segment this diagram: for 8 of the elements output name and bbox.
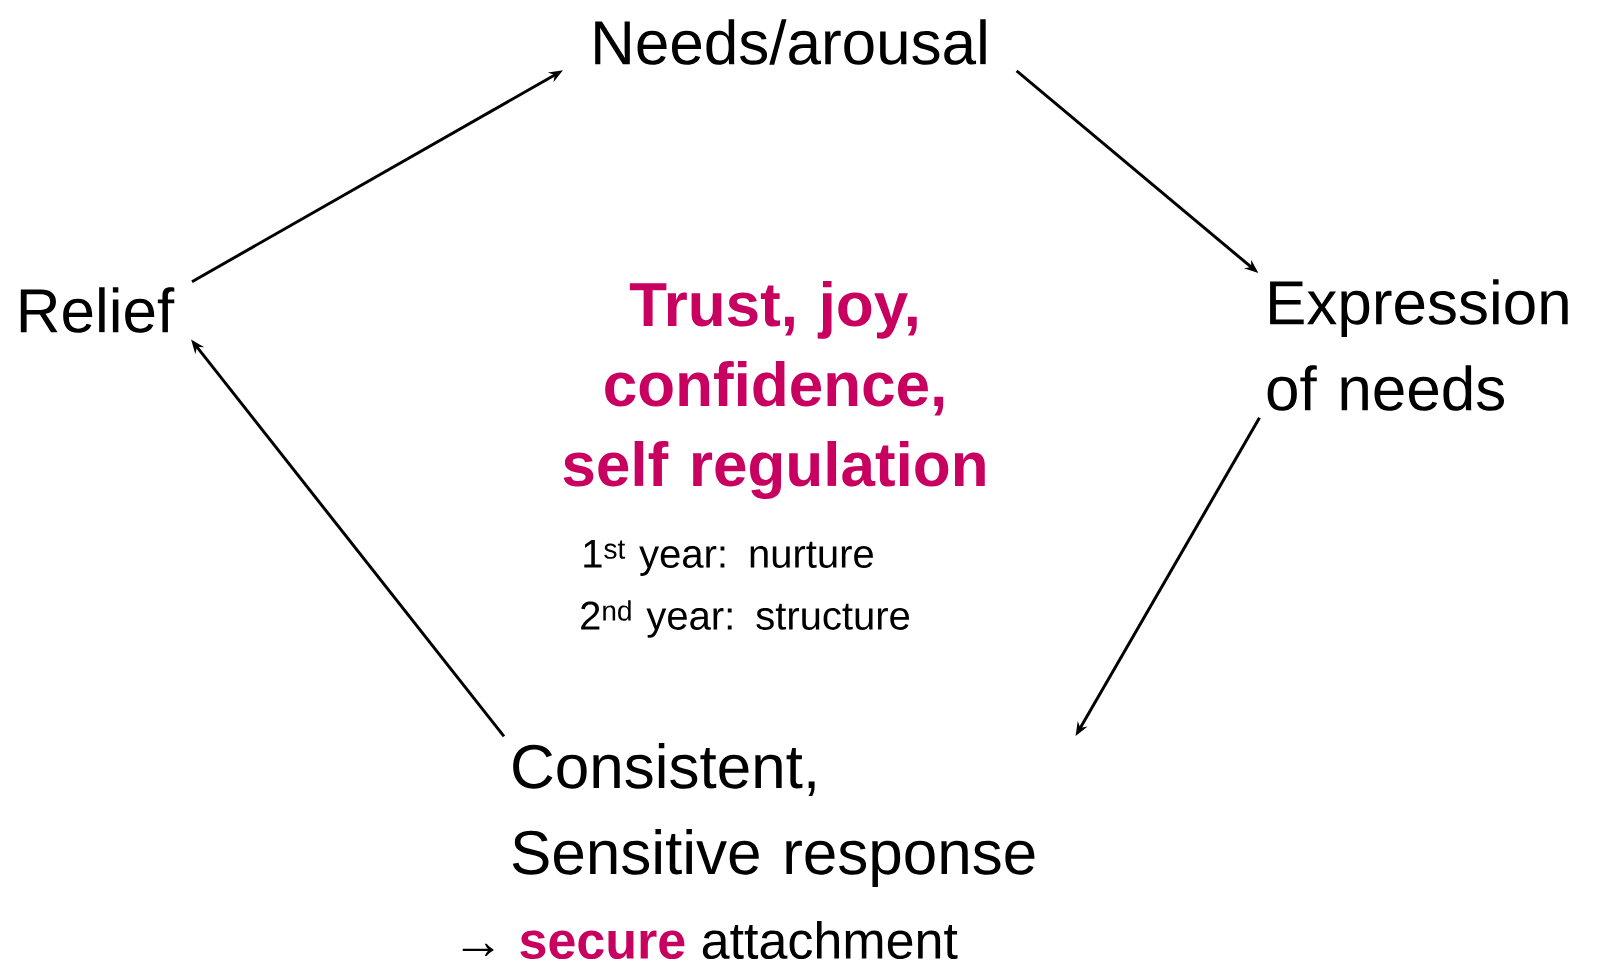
node-text: Consistent, Sensitive response bbox=[512, 743, 1035, 887]
node-text: Needs/arousal bbox=[595, 19, 986, 65]
label-text: 1$^{st}$ year: nurture bbox=[584, 540, 873, 576]
node-text: Expression of needs bbox=[1267, 279, 1568, 411]
label-text: Trust, joy, confidence, self regulation bbox=[563, 281, 985, 500]
caption-text: → secure attachment bbox=[462, 920, 958, 960]
node-text: Relief bbox=[20, 287, 175, 333]
label-text: 2$^{nd}$ year: structure bbox=[581, 600, 910, 638]
